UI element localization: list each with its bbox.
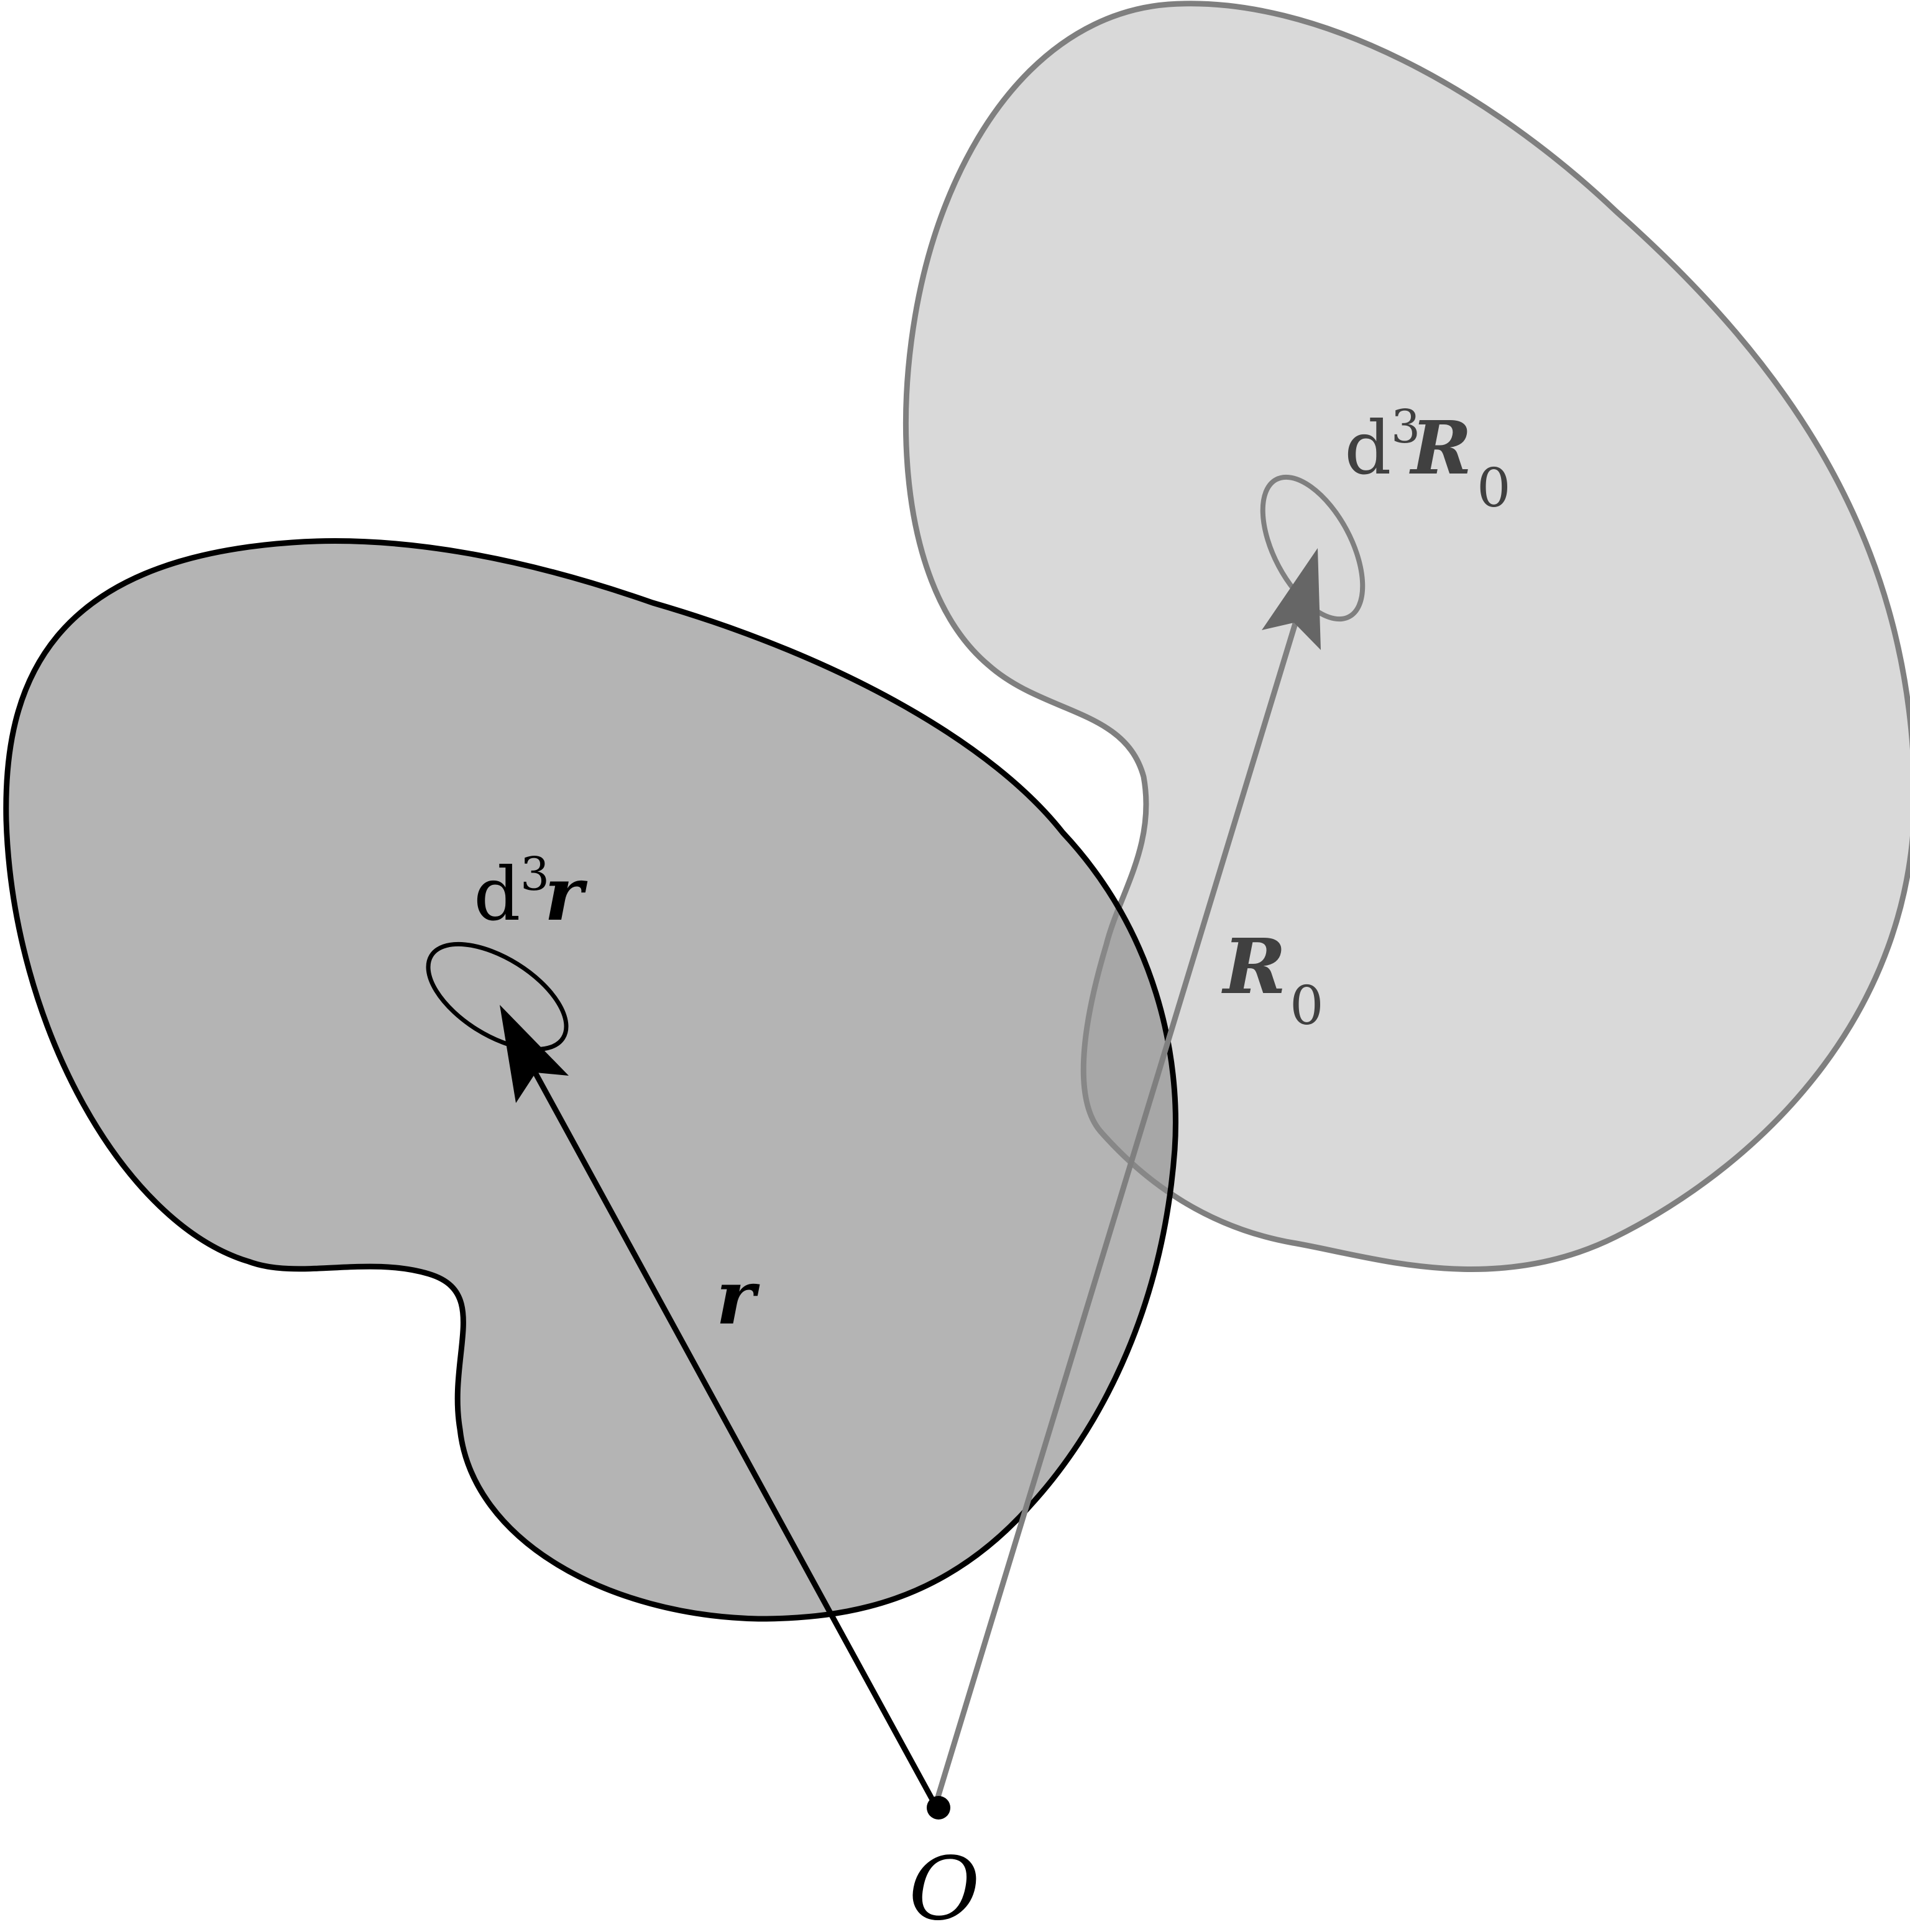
volume-element-R0-ellipse xyxy=(1260,474,1366,622)
d3R0-label: d 3 R 0 xyxy=(1344,400,1511,520)
R0-label-vec: R xyxy=(1221,922,1286,1011)
r-vector-arrowhead xyxy=(500,1005,569,1103)
d3R0-label-sub: 0 xyxy=(1477,457,1511,520)
origin-point xyxy=(927,1796,950,1820)
r-vector-label: r xyxy=(716,1254,760,1342)
R0-vector-line xyxy=(932,614,1301,1806)
d3r-label-sup: 3 xyxy=(520,848,549,901)
R0-label: R 0 xyxy=(1221,922,1324,1037)
d3R0-label-sup: 3 xyxy=(1391,400,1420,454)
d3r-label-d: d xyxy=(474,851,521,937)
origin-label: O xyxy=(909,1839,980,1932)
R0-vector-arrowhead xyxy=(1262,548,1321,650)
dark-region xyxy=(3,538,1178,1622)
d3R0-label-d: d xyxy=(1344,405,1392,491)
volume-element-r-ellipse xyxy=(426,941,569,1052)
d3r-label: d 3 r xyxy=(474,848,588,937)
R0-label-sub: 0 xyxy=(1290,975,1324,1037)
r-vector-line xyxy=(529,1064,938,1807)
light-region xyxy=(902,1,1910,1272)
d3r-label-vec: r xyxy=(544,851,588,937)
d3R0-label-vec: R xyxy=(1409,405,1472,491)
